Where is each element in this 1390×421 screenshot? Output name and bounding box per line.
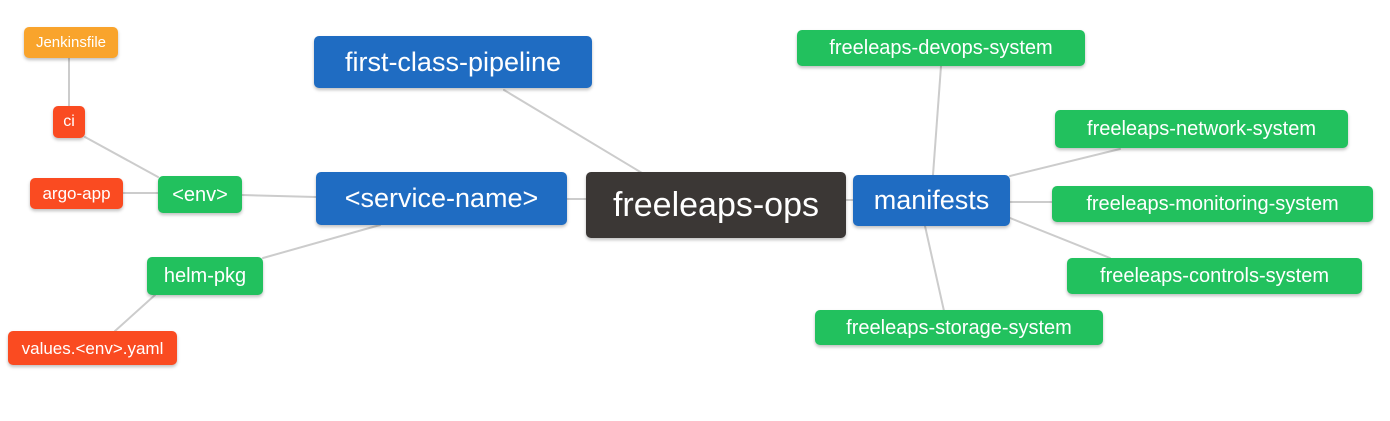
node-freeleaps-devops-system[interactable]: freeleaps-devops-system <box>797 30 1085 66</box>
node-freeleaps-storage-system[interactable]: freeleaps-storage-system <box>815 310 1103 345</box>
node-jenkinsfile[interactable]: Jenkinsfile <box>24 27 118 58</box>
node-freeleaps-network-system[interactable]: freeleaps-network-system <box>1055 110 1348 148</box>
edge-ci--env <box>84 136 159 178</box>
edge-helm-pkg--values-env-yaml <box>114 294 156 332</box>
edge-manifests--freeleaps-controls-system <box>1009 217 1111 259</box>
edge-service-name--helm-pkg <box>262 224 381 259</box>
node-service-name[interactable]: <service-name> <box>316 172 567 225</box>
edge-manifests--freeleaps-network-system <box>1009 148 1121 177</box>
node-env[interactable]: <env> <box>158 176 242 213</box>
node-ci[interactable]: ci <box>53 106 85 138</box>
edge-manifests--freeleaps-devops-system <box>932 65 942 176</box>
node-helm-pkg[interactable]: helm-pkg <box>147 257 263 295</box>
node-manifests[interactable]: manifests <box>853 175 1010 226</box>
edge-manifests--freeleaps-storage-system <box>924 225 945 312</box>
node-freeleaps-ops[interactable]: freeleaps-ops <box>586 172 846 238</box>
edge-first-class-pipeline--freeleaps-ops <box>503 89 643 174</box>
node-values-env-yaml[interactable]: values.<env>.yaml <box>8 331 177 365</box>
node-first-class-pipeline[interactable]: first-class-pipeline <box>314 36 592 88</box>
edge-env--service-name <box>241 194 317 198</box>
node-argo-app[interactable]: argo-app <box>30 178 123 209</box>
node-freeleaps-controls-system[interactable]: freeleaps-controls-system <box>1067 258 1362 294</box>
node-freeleaps-monitoring-system[interactable]: freeleaps-monitoring-system <box>1052 186 1373 222</box>
